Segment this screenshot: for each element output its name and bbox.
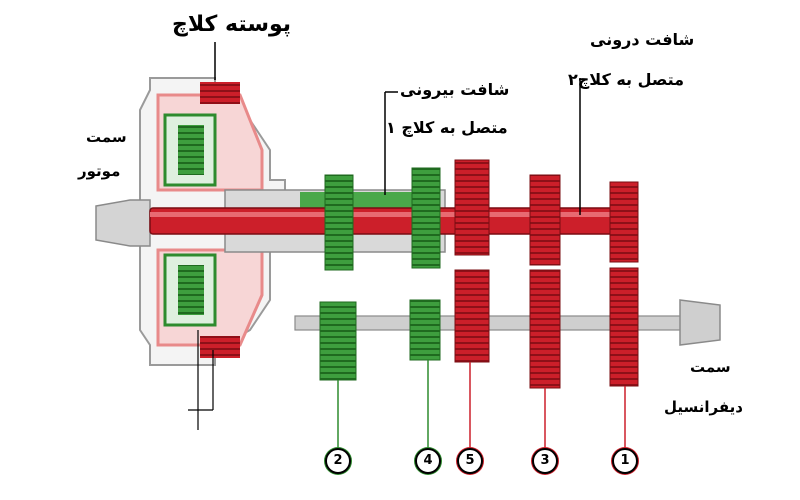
gear-number-1: 1 (612, 448, 638, 474)
diff-side-label-2: دیفرانسیل (664, 398, 744, 416)
outer-shaft-label-2: متصل به کلاچ ۱ (386, 118, 508, 137)
inner-shaft-label-2: متصل به کلاچ۲ (568, 70, 685, 89)
gear-number-2: 2 (325, 448, 351, 474)
diff-side-label-1: سمت (690, 358, 731, 376)
clutch-housing-label: پوسته کلاچ (172, 12, 292, 37)
gear-2-drive (324, 174, 354, 271)
engine-side-label-1: سمت (86, 128, 127, 146)
gear-number-5: 5 (457, 448, 483, 474)
inner-shaft-label-1: شافت درونی (590, 30, 695, 49)
outer-shaft-label-1: شافت بیرونی (400, 80, 510, 99)
gear-number-4: 4 (415, 448, 441, 474)
clutch-plates-bottom (200, 336, 240, 358)
engine-side-label-2: موتور (78, 162, 121, 180)
gear-1-driven (609, 267, 639, 387)
differential-output (679, 299, 721, 346)
gear-5-drive (454, 159, 490, 256)
gear-5-driven (454, 269, 490, 363)
gear-1-drive (609, 181, 639, 263)
gear-4-drive (411, 167, 441, 269)
clutch-plates-top (200, 82, 240, 104)
gear-number-3: 3 (532, 448, 558, 474)
gear-2-driven (319, 301, 357, 381)
gear-3-driven (529, 269, 561, 389)
gear-4-driven (409, 299, 441, 361)
engine-input-shaft (95, 199, 151, 247)
gear-3-drive (529, 174, 561, 266)
